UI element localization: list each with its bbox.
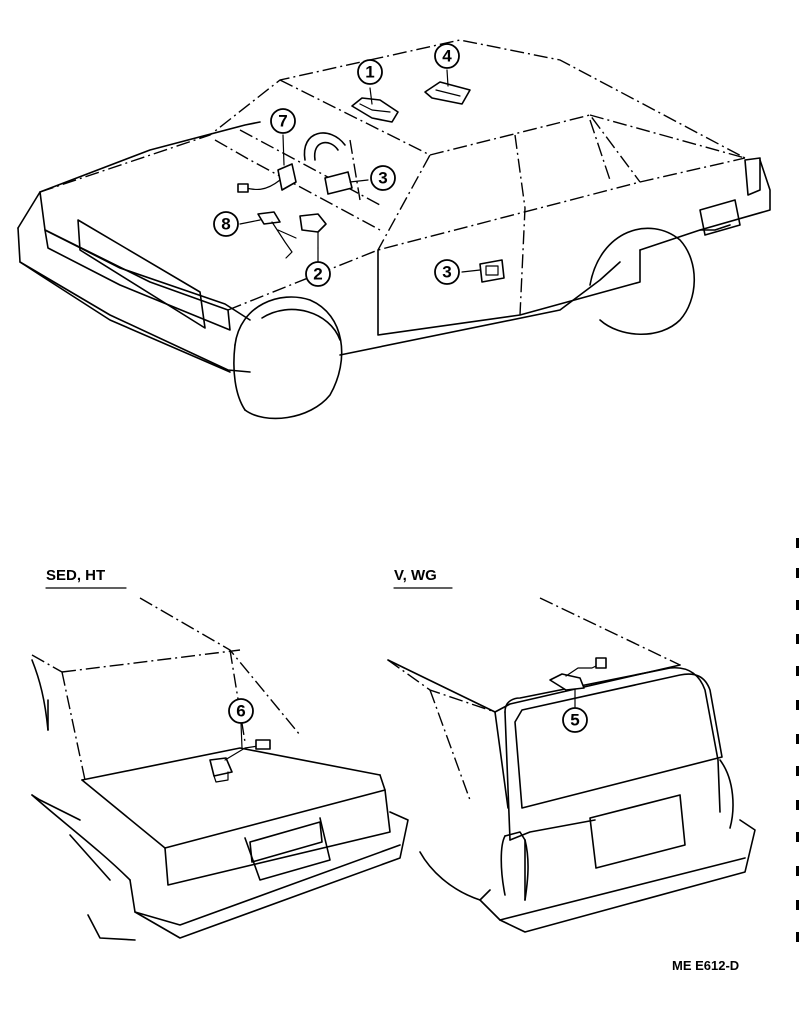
part-switch-wire [237,163,297,193]
part-lamp-socket [299,213,327,249]
callout-3-lower: 3 [434,259,460,285]
sedan-ht-label: SED, HT [46,567,105,584]
main-car-drawing [17,39,771,420]
callout-2: 2 [305,261,331,287]
callout-3-upper: 3 [370,165,396,191]
callout-8: 8 [213,211,239,237]
svg-text:6: 6 [236,702,245,721]
part-trunk-light [209,739,271,783]
svg-text:7: 7 [278,112,287,131]
svg-text:5: 5 [570,711,579,730]
svg-text:4: 4 [442,47,452,66]
part-door-switch [479,259,505,283]
callout-6: 6 [228,698,254,724]
part-dome-light [351,97,399,123]
edge-marks [796,538,799,942]
figure-code: ME E612-D [672,958,739,973]
callout-1: 1 [357,59,383,85]
svg-text:3: 3 [378,169,387,188]
svg-text:1: 1 [365,63,374,82]
v-wg-label: V, WG [394,567,437,584]
sedan-rear-drawing [31,597,409,941]
part-map-light [424,81,471,105]
callout-4: 4 [434,43,460,69]
part-bracket [257,211,297,259]
callout-5: 5 [562,707,588,733]
wagon-rear-drawing [387,597,756,933]
part-switch-dash [324,171,353,195]
callout-7: 7 [270,108,296,134]
svg-text:2: 2 [313,265,322,284]
part-cargo-light [549,657,607,691]
svg-text:8: 8 [221,215,230,234]
svg-text:3: 3 [442,263,451,282]
